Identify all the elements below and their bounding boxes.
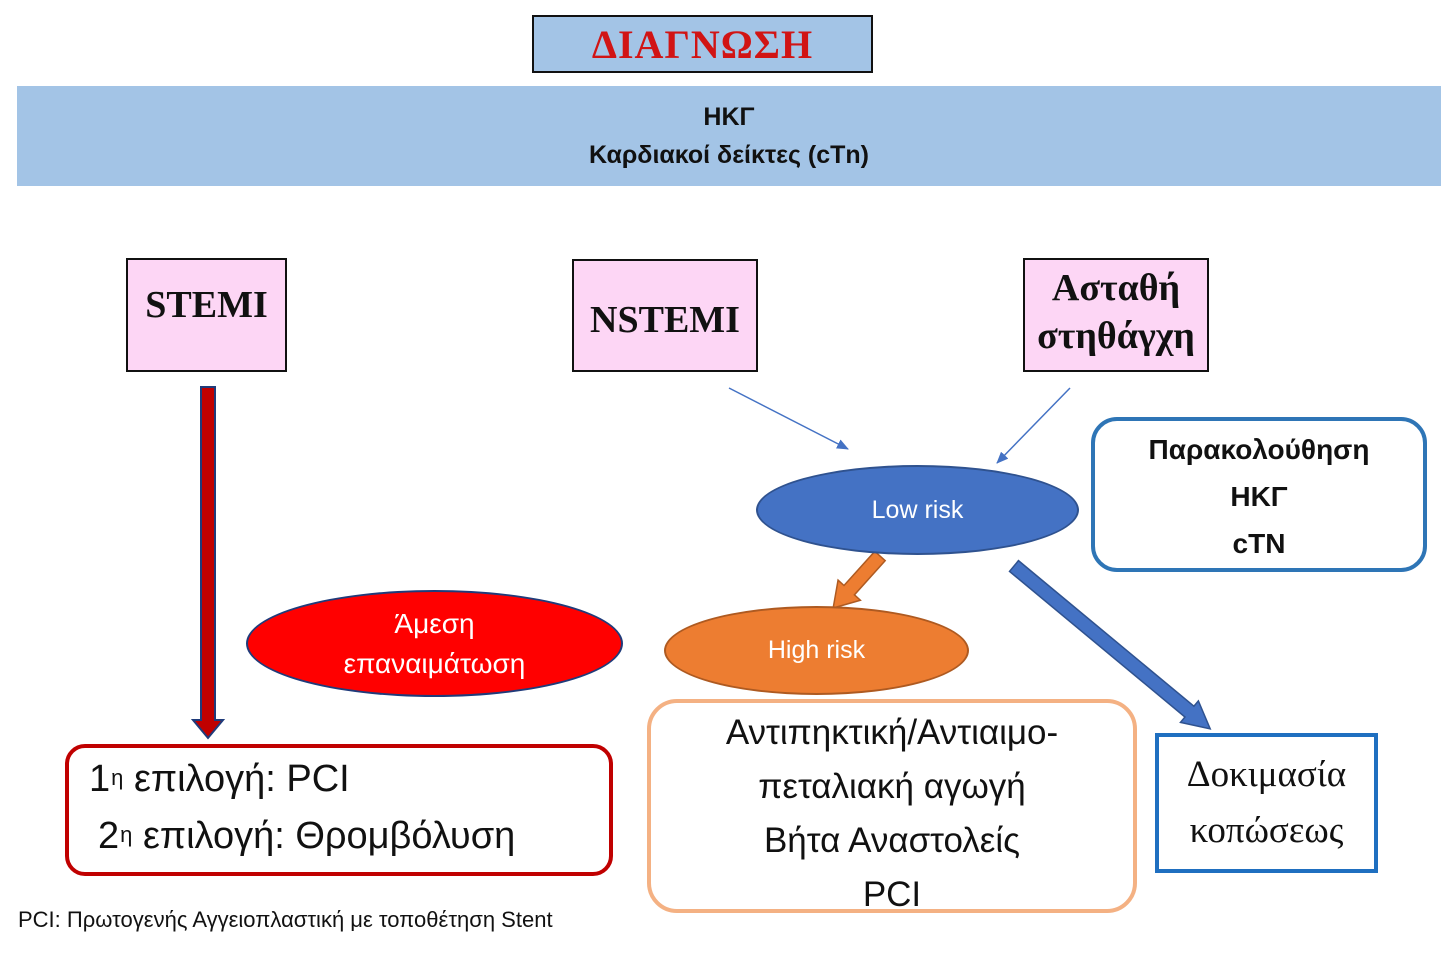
immediate-reperfusion-node: Άμεση επαναιμάτωση (246, 590, 623, 697)
second-choice-text: επιλογή: Θρομβόλυση (132, 815, 516, 857)
therapy-line3: Βήτα Αναστολείς (763, 821, 1021, 860)
stemi-treatment-choices: 1η επιλογή: PCI 2η επιλογή: Θρομβόλυση (65, 744, 613, 876)
nstemi-label: NSTEMI (590, 298, 740, 341)
unstable-angina-line2: στηθάγχη (1037, 315, 1195, 357)
banner-ecg: ΗΚΓ (703, 103, 755, 131)
first-choice-ordinal: η (111, 765, 124, 790)
exercise-line2: κοπώσεως (1189, 810, 1344, 851)
second-choice-number: 2 (98, 815, 120, 857)
stemi-label: STEMI (145, 284, 268, 326)
first-choice-number: 1 (89, 758, 111, 800)
second-choice: 2η επιλογή: Θρομβόλυση (89, 810, 609, 867)
high-risk-node: High risk (664, 606, 969, 695)
first-choice-text: επιλογή: PCI (123, 758, 350, 800)
nstemi-to-lowrisk-arrow (728, 387, 849, 450)
unstable-angina-line1: Ασταθή (1051, 267, 1181, 309)
second-choice-ordinal: η (120, 822, 133, 847)
immediate-line1: Άμεση (394, 607, 475, 639)
unstable-angina-box: Ασταθή στηθάγχη (1023, 258, 1209, 372)
low-risk-node: Low risk (756, 465, 1079, 555)
stemi-down-arrow (190, 386, 226, 740)
high-risk-therapy-box: Αντιπηκτική/Αντιαιμο- πεταλιακή αγωγή Βή… (647, 699, 1137, 914)
therapy-line1: Αντιπηκτική/Αντιαιμο- (725, 713, 1059, 752)
monitoring-ecg: ΗΚΓ (1230, 481, 1288, 512)
nstemi-box: NSTEMI (572, 259, 758, 372)
pci-footnote: PCI: Πρωτογενής Αγγειοπλαστική με τοποθέ… (18, 907, 553, 932)
high-risk-label: High risk (767, 636, 866, 664)
monitoring-title: Παρακολούθηση (1148, 434, 1370, 465)
exercise-line1: Δοκιμασία (1186, 754, 1347, 795)
diagnosis-title: ΔΙΑΓΝΩΣΗ (532, 15, 873, 73)
exercise-test-box: Δοκιμασία κοπώσεως (1155, 733, 1378, 873)
stemi-box: STEMI (126, 258, 287, 372)
therapy-line2: πεταλιακή αγωγή (758, 767, 1026, 806)
immediate-line2: επαναιμάτωση (343, 647, 526, 679)
therapy-line4: PCI (862, 875, 922, 914)
banner-cardiac-markers: Καρδιακοί δείκτες (cTn) (588, 141, 870, 169)
unstable-to-lowrisk-arrow (996, 387, 1071, 464)
low-risk-label: Low risk (871, 495, 964, 524)
first-choice: 1η επιλογή: PCI (89, 753, 609, 810)
monitoring-ctn: cTN (1232, 528, 1286, 559)
monitoring-box: Παρακολούθηση ΗΚΓ cTN (1091, 417, 1427, 572)
diagnosis-banner: ΗΚΓ Καρδιακοί δείκτες (cTn) (17, 86, 1441, 186)
